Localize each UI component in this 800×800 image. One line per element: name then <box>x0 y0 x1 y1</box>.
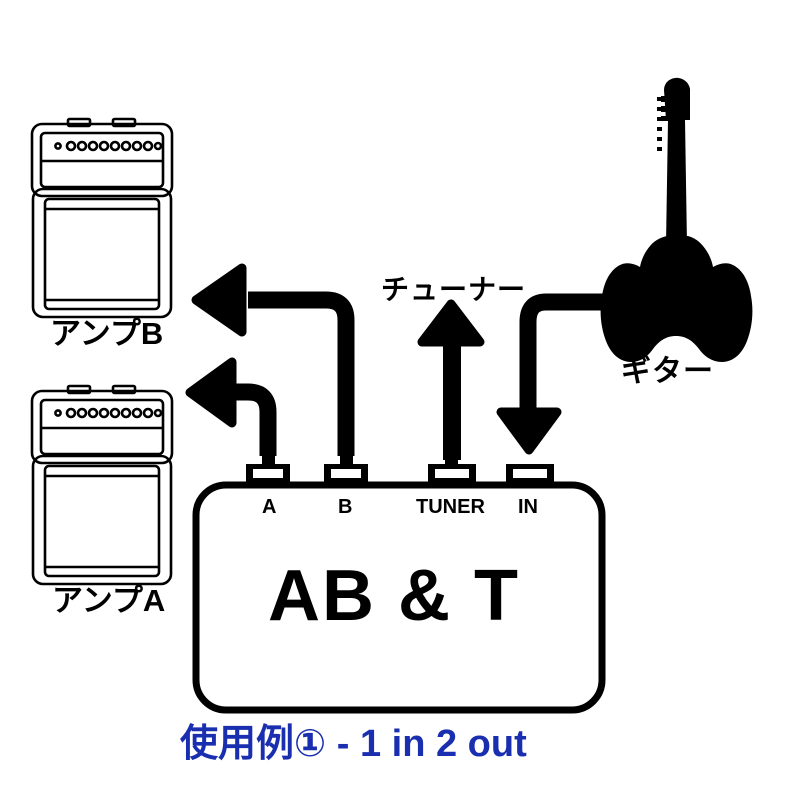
pedal-body[interactable] <box>192 481 606 714</box>
figure-caption: 使用例① - 1 in 2 out <box>180 723 527 765</box>
amp-a-illustration <box>30 384 174 586</box>
cable-guitar-to-jack-in <box>496 293 612 455</box>
jack-b[interactable] <box>324 455 368 486</box>
amp-b-illustration <box>30 117 174 319</box>
jack-a[interactable] <box>246 455 290 486</box>
jack-label-in: IN <box>518 496 538 518</box>
amp-a-label: アンプA <box>52 583 166 618</box>
cable-jack-tuner-to-tuner <box>417 299 485 460</box>
jack-label-tuner: TUNER <box>416 496 485 518</box>
guitar-label: ギター <box>621 355 714 388</box>
pedal-brand-text: AB & T <box>268 556 520 636</box>
jack-label-a: A <box>262 496 277 518</box>
amp-b-label: アンプB <box>50 316 164 351</box>
jack-in[interactable] <box>506 464 554 486</box>
cable-jack-a-to-amp-a <box>185 357 277 456</box>
jack-label-b: B <box>338 496 353 518</box>
guitar-illustration <box>600 77 753 362</box>
tuner-label: チューナー <box>381 274 527 305</box>
cable-jack-b-to-amp-b <box>191 263 355 456</box>
jack-tuner[interactable] <box>428 455 476 486</box>
